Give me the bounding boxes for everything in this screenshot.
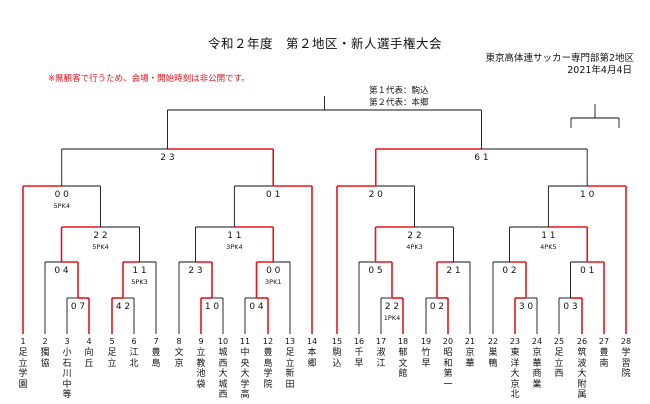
match-r2-c-score: 2 3 [188, 266, 202, 276]
match-semi-a-score: 2 3 [160, 153, 174, 163]
match-r3-a-pk: 5PK4 [92, 243, 108, 251]
team-number: 4 [86, 337, 91, 346]
team-number: 1 [20, 337, 25, 346]
match-r3-b-score: 1 1 [227, 231, 241, 241]
team-number: 16 [354, 337, 364, 346]
team-name: 豊島学院 [263, 348, 273, 390]
team-number: 11 [240, 337, 250, 346]
team-name: 淑江 [376, 348, 386, 369]
team-name: 昭和第一 [443, 348, 453, 390]
team-number: 2 [42, 337, 47, 346]
match-5-6-score: 4 2 [116, 302, 130, 312]
team-number: 10 [218, 337, 228, 346]
team-number: 14 [307, 337, 317, 346]
match-r3-c-score: 2 2 [407, 231, 421, 241]
team-number: 22 [488, 337, 498, 346]
match-r2-b-score: 1 1 [132, 266, 146, 276]
second-representative-label: 第２代表：本郷 [369, 98, 429, 108]
match-23-24-score: 3 0 [519, 302, 534, 312]
team-name: 千早 [354, 348, 364, 369]
match-r2-a-score: 0 4 [54, 266, 69, 276]
team-name: 竹早 [421, 348, 431, 369]
match-r3-b-pk: 3PK4 [226, 243, 242, 251]
match-11-12-score: 0 4 [249, 302, 264, 312]
page-title: 令和２年度 第２地区・新人選手権大会 [207, 36, 442, 51]
team-number: 18 [398, 337, 408, 346]
match-17-18-pk: 1PK4 [384, 314, 400, 322]
match-r2-h-score: 0 1 [580, 266, 594, 276]
team-number: 27 [599, 337, 609, 346]
team-number: 5 [109, 337, 114, 346]
match-r2-d-pk: 3PK1 [265, 278, 281, 286]
team-number: 15 [332, 337, 342, 346]
match-17-18-score: 2 2 [385, 302, 399, 312]
team-number: 6 [131, 337, 136, 346]
team-number: 17 [376, 337, 386, 346]
match-r4-a-score: 0 0 [55, 190, 70, 200]
team-number: 13 [285, 337, 295, 346]
team-number: 7 [153, 337, 158, 346]
team-number: 19 [421, 337, 431, 346]
team-name: 京華 [465, 348, 475, 369]
team-number: 12 [263, 337, 273, 346]
team-name: 東洋大京北 [510, 348, 520, 400]
match-r2-f-score: 2 1 [446, 266, 460, 276]
match-r3-a-score: 2 2 [93, 231, 107, 241]
team-number: 3 [64, 337, 69, 346]
notice-text: ※無観客で行うため、会場・開始時刻は非公開です。 [48, 74, 250, 84]
team-number: 9 [198, 337, 203, 346]
team-name: 足立西 [554, 348, 564, 379]
team-name: 足立学園 [18, 348, 28, 390]
team-name: 江北 [129, 348, 139, 369]
date-label: 2021年4月4日 [567, 65, 632, 76]
match-r4-b-score: 0 1 [266, 190, 280, 200]
match-r4-d-score: 1 0 [580, 190, 595, 200]
team-name: 中央大学高 [240, 348, 250, 400]
team-name: 筑波大附属 [577, 348, 587, 400]
team-name: 足立新田 [285, 348, 295, 390]
match-r4-a-pk: 5PK4 [54, 202, 70, 210]
match-19-20-score: 0 2 [430, 302, 444, 312]
team-name: 向丘 [84, 348, 94, 369]
organizer-label: 東京高体連サッカー専門部第2地区 [485, 53, 634, 64]
match-r3-c-pk: 4PK3 [406, 243, 422, 251]
team-number: 21 [465, 337, 475, 346]
team-number: 20 [443, 337, 453, 346]
team-name: 文京 [174, 348, 184, 369]
match-r4-c-score: 2 0 [369, 190, 384, 200]
team-name: 京華商業 [532, 348, 542, 390]
team-name: 巣鴨 [488, 348, 498, 369]
team-name: 本郷 [307, 348, 317, 369]
match-r3-d-score: 1 1 [541, 231, 555, 241]
first-representative-label: 第１代表：駒込 [369, 86, 429, 96]
team-number: 25 [554, 337, 564, 346]
match-25-26-score: 0 3 [563, 302, 577, 312]
match-r2-g-score: 0 2 [502, 266, 516, 276]
match-r3-d-pk: 4PK5 [540, 243, 556, 251]
match-r2-b-pk: 5PK3 [131, 278, 147, 286]
match-semi-b-score: 6 1 [474, 153, 488, 163]
team-name: 足立 [107, 348, 117, 369]
match-9-10-score: 1 0 [205, 302, 220, 312]
team-name: 獨協 [40, 348, 50, 369]
team-name: 豊島 [151, 348, 161, 369]
team-name: 小石川中等 [62, 348, 72, 400]
team-number: 24 [532, 337, 542, 346]
team-number: 23 [510, 337, 520, 346]
team-name: 駒込 [332, 348, 342, 369]
team-name: 立教池袋 [196, 348, 206, 390]
team-name: 豊南 [599, 348, 609, 369]
match-r2-d-score: 0 0 [266, 266, 281, 276]
team-number: 8 [176, 337, 181, 346]
team-name: 郁文館 [398, 348, 408, 379]
team-name: 学習院 [621, 348, 631, 379]
match-3-4-score: 0 7 [71, 302, 85, 312]
team-number: 28 [621, 337, 631, 346]
team-number: 26 [577, 337, 587, 346]
team-name: 城西大城西 [218, 348, 228, 400]
match-r2-e-score: 0 5 [368, 266, 382, 276]
